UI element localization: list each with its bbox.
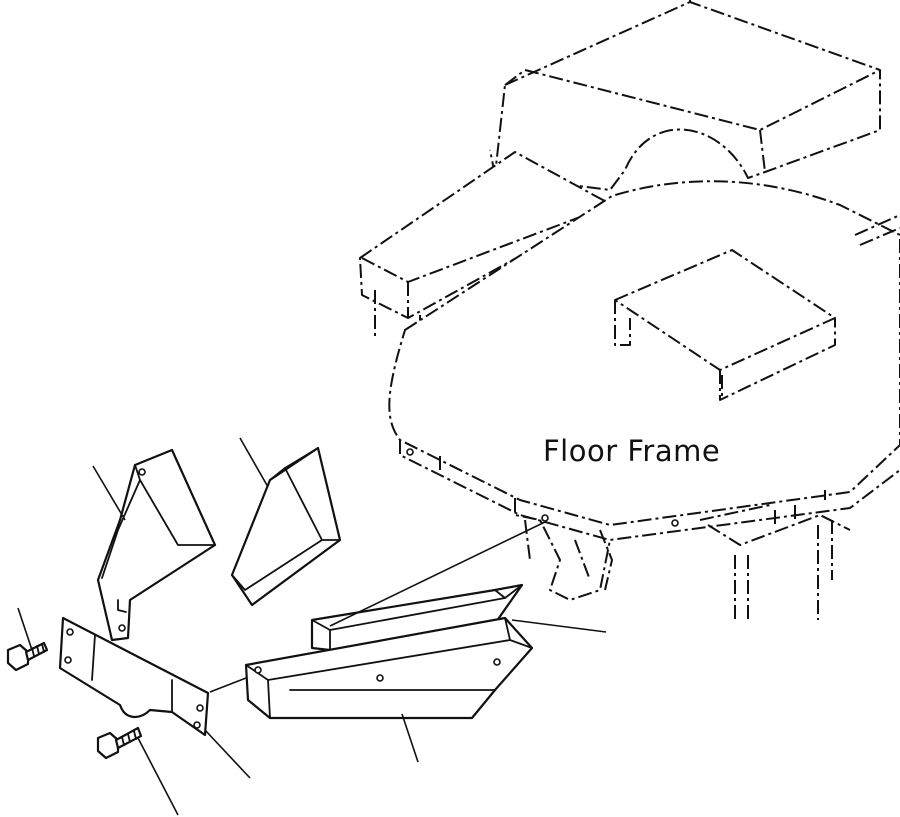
cover-upper-channel-edges xyxy=(311,584,523,651)
cover-part-wedge xyxy=(230,446,342,607)
cover-left-bracket-outline xyxy=(96,448,217,642)
cover-part-lower-channel xyxy=(244,616,534,720)
bolt-upper-shank xyxy=(24,641,49,662)
leader-bolt-upper xyxy=(17,607,33,651)
cover-lower-channel-edges xyxy=(245,617,533,719)
frame-bolt-hole-2 xyxy=(671,519,679,527)
cover-lower-channel-outline xyxy=(244,616,534,720)
cover-lower-channel-hole-mid xyxy=(376,674,384,682)
frame-plate-cover-edges xyxy=(614,300,836,401)
leader-lower-channel xyxy=(401,713,419,763)
frame-left-ledge-edges xyxy=(361,204,613,340)
bolt-lower xyxy=(96,726,143,760)
bolt-lower-head xyxy=(96,731,120,760)
assembly-line-plate-to-channel xyxy=(209,677,247,693)
cover-lower-channel-hole-left xyxy=(254,666,262,674)
flat-plate-folds xyxy=(91,634,173,713)
frame-bolt-hole-1 xyxy=(541,514,549,522)
leader-bolt-lower xyxy=(137,737,179,816)
frame-left-ledge xyxy=(359,151,613,319)
frame-top-block-edges xyxy=(489,0,881,176)
floor-frame-label: Floor Frame xyxy=(543,434,720,468)
bolt-lower-threads xyxy=(121,730,137,746)
cover-wedge-outline xyxy=(230,446,342,607)
bolt-upper-head xyxy=(6,643,30,672)
cover-lower-channel-hole-right xyxy=(493,658,501,666)
leader-wedge xyxy=(239,437,269,488)
frame-top-block xyxy=(494,1,881,191)
cover-left-bracket-edges xyxy=(101,464,216,613)
flat-plate-hole-3 xyxy=(196,704,204,712)
flat-plate-outline xyxy=(58,616,210,737)
cover-left-bracket-hole-top xyxy=(138,468,146,476)
flat-plate-hole-4 xyxy=(193,721,201,729)
frame-floor-plate xyxy=(388,180,900,526)
leader-left-bracket xyxy=(92,465,126,521)
flat-plate-hole-1 xyxy=(66,628,74,636)
cover-part-left-bracket xyxy=(96,448,217,642)
frame-bolt-hole-3 xyxy=(406,448,414,456)
frame-underside xyxy=(514,490,851,620)
leader-upper-channel xyxy=(511,619,607,633)
frame-floor-plate-edges xyxy=(399,214,900,541)
leader-flat-plate xyxy=(204,729,251,779)
cover-wedge-edges xyxy=(231,447,341,591)
assembly-line-upper-channel xyxy=(329,521,546,627)
leader-lines xyxy=(17,437,607,816)
cover-left-bracket-hole-bottom xyxy=(118,624,126,632)
cover-part-flat-plate xyxy=(58,616,210,737)
bolt-upper xyxy=(6,641,49,672)
flat-plate-hole-2 xyxy=(64,656,72,664)
floor-frame-assembly xyxy=(359,0,900,620)
